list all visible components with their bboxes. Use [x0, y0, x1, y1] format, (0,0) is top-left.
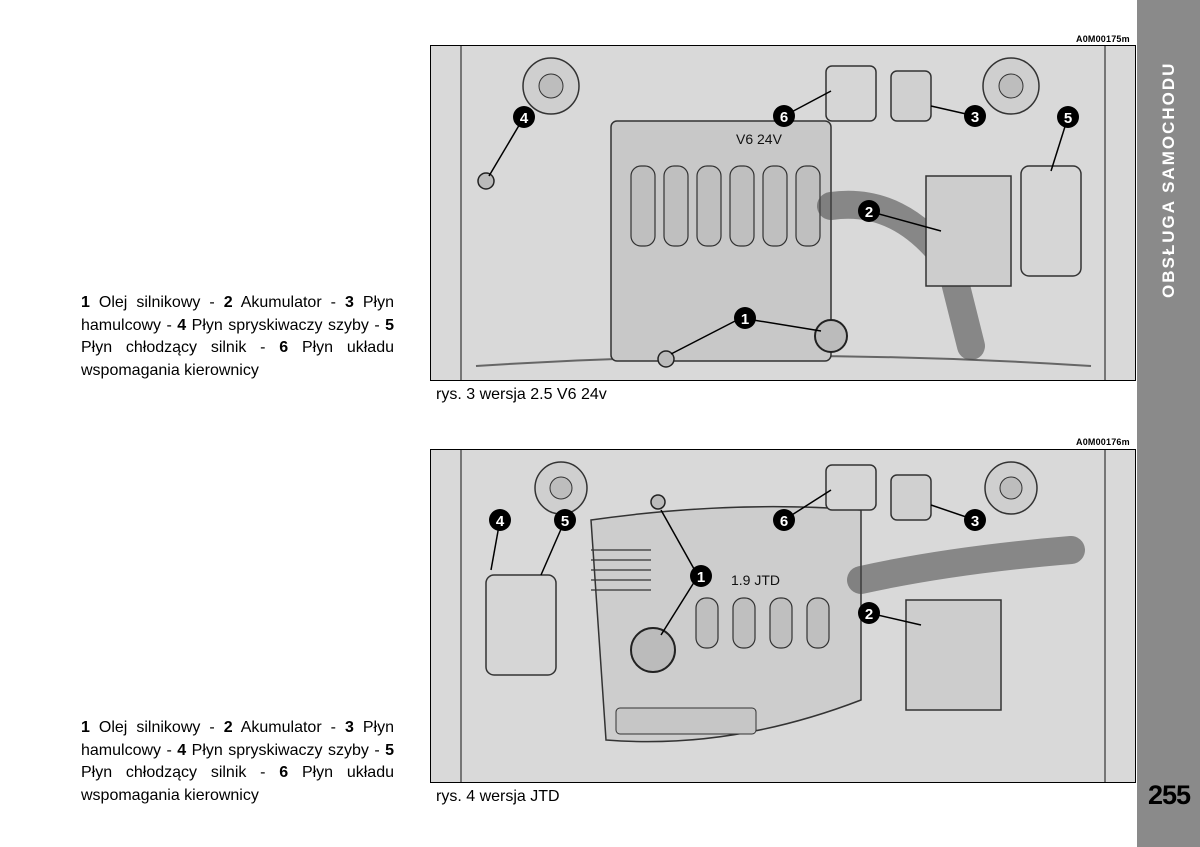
- legend-num: 1: [81, 294, 90, 311]
- legend-text: Olej silnikowy -: [89, 719, 224, 736]
- legend-num: 3: [344, 294, 354, 311]
- legend-text: Akumulator -: [232, 294, 345, 311]
- callout-3: 3: [971, 109, 979, 126]
- callout-3: 3: [971, 513, 979, 530]
- figure-1-code: A0M00175m: [1076, 34, 1130, 44]
- figure-2-code: A0M00176m: [1076, 437, 1130, 447]
- callout-2: 2: [865, 204, 873, 221]
- page-number: 255: [1147, 780, 1191, 810]
- legend-text: Płyn hamulcowy -: [81, 294, 395, 334]
- legend-num: 6: [279, 339, 289, 356]
- legend-text: Akumulator -: [232, 719, 345, 736]
- callout-1: 1: [741, 311, 749, 328]
- callout-4: 4: [496, 513, 505, 530]
- legend-text: Płyn układu wspomagania kierownicy: [81, 339, 394, 379]
- legend-num: 2: [223, 719, 233, 736]
- callout-2: 2: [865, 606, 873, 623]
- figure-2-engine-diagram: 1.9 JTD 1 2 3: [430, 449, 1136, 783]
- legend-num: 3: [344, 719, 354, 736]
- legend-num: 4: [177, 316, 187, 334]
- legend-num: 6: [279, 764, 289, 781]
- legend-num: 2: [223, 294, 233, 311]
- legend-text: Płyn hamulcowy -: [81, 719, 395, 759]
- figure-1-engine-diagram: V6 24V: [430, 45, 1136, 381]
- callout-5: 5: [561, 513, 569, 530]
- engine-label: 1.9 JTD: [731, 572, 780, 588]
- legend-text: Płyn spryskiwaczy szyby -: [186, 741, 386, 759]
- legend-text: Płyn chłodzący silnik -: [81, 339, 280, 356]
- callout-4: 4: [520, 110, 529, 127]
- legend-text: Płyn chłodzący silnik -: [81, 764, 280, 781]
- figure-1-legend: 1 Olej silnikowy - 2 Akumulator - 3 Płyn…: [81, 292, 394, 382]
- legend-num: 4: [177, 741, 187, 759]
- engine-label: V6 24V: [736, 131, 783, 147]
- legend-text: Płyn spryskiwaczy szyby -: [186, 316, 386, 334]
- section-title: OBSŁUGA SAMOCHODU: [1159, 61, 1178, 299]
- legend-num: 5: [385, 316, 395, 334]
- callout-6: 6: [780, 109, 788, 126]
- engine-diagram-v6: V6 24V: [431, 46, 1135, 380]
- callout-6: 6: [780, 513, 788, 530]
- engine-diagram-jtd: 1.9 JTD 1 2 3: [431, 450, 1135, 782]
- legend-text: Olej silnikowy -: [89, 294, 224, 311]
- figure-2-caption: rys. 4 wersja JTD: [436, 788, 560, 805]
- figure-1-caption: rys. 3 wersja 2.5 V6 24v: [436, 386, 607, 403]
- legend-num: 1: [81, 719, 90, 736]
- figure-2-legend: 1 Olej silnikowy - 2 Akumulator - 3 Płyn…: [81, 717, 394, 807]
- callout-1: 1: [697, 569, 705, 586]
- section-tab: [1137, 0, 1200, 847]
- callout-5: 5: [1064, 110, 1072, 127]
- legend-num: 5: [385, 741, 395, 759]
- legend-text: Płyn układu wspomagania kierownicy: [81, 764, 394, 804]
